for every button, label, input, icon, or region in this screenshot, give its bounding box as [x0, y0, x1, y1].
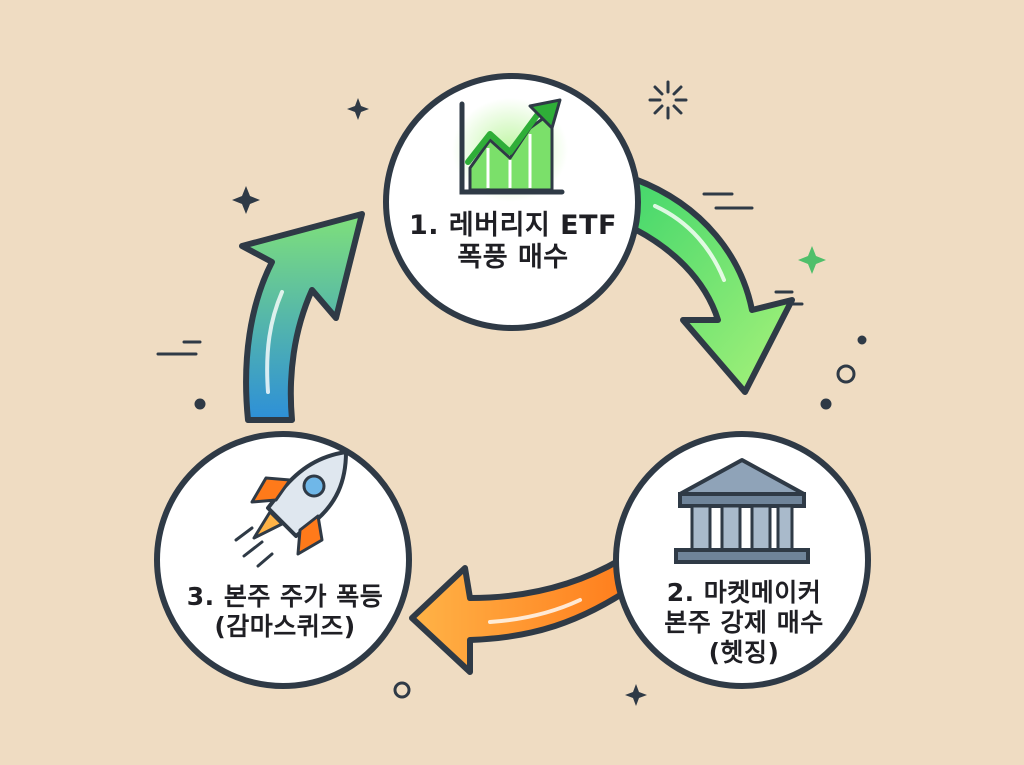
- arrow-step3-to-step1: [239, 211, 365, 423]
- step-2-line-1: 2. 마켓메이커: [666, 578, 822, 607]
- arrow-step1-to-step2: [617, 175, 795, 395]
- rocket-icon: [234, 450, 348, 568]
- step-3-line-1: 3. 본주 주가 폭등: [186, 582, 384, 611]
- step-2-line-2: 본주 강제 매수: [664, 608, 824, 637]
- sparkle-decorations: [232, 98, 826, 706]
- node-step-3: [154, 431, 412, 689]
- rising-chart-icon: [452, 98, 568, 202]
- step-1-line-2: 폭풍 매수: [457, 242, 569, 274]
- dash-decorations: [156, 192, 804, 356]
- node-step-1: [383, 73, 641, 331]
- step-2-line-3: (헷징): [708, 638, 780, 667]
- step-3-label: 3. 본주 주가 폭등 (감마스퀴즈): [160, 582, 410, 642]
- step-2-label: 2. 마켓메이커 본주 강제 매수 (헷징): [630, 578, 858, 668]
- step-1-label: 1. 레버리지 ETF 폭풍 매수: [395, 210, 631, 275]
- dot-decorations: [194, 335, 867, 699]
- bank-building-icon: [674, 458, 810, 564]
- burst-decoration: [648, 80, 688, 120]
- arrow-step2-to-step3: [409, 557, 643, 675]
- step-1-line-1: 1. 레버리지 ETF: [408, 210, 617, 241]
- step-3-line-2: (감마스퀴즈): [214, 612, 356, 641]
